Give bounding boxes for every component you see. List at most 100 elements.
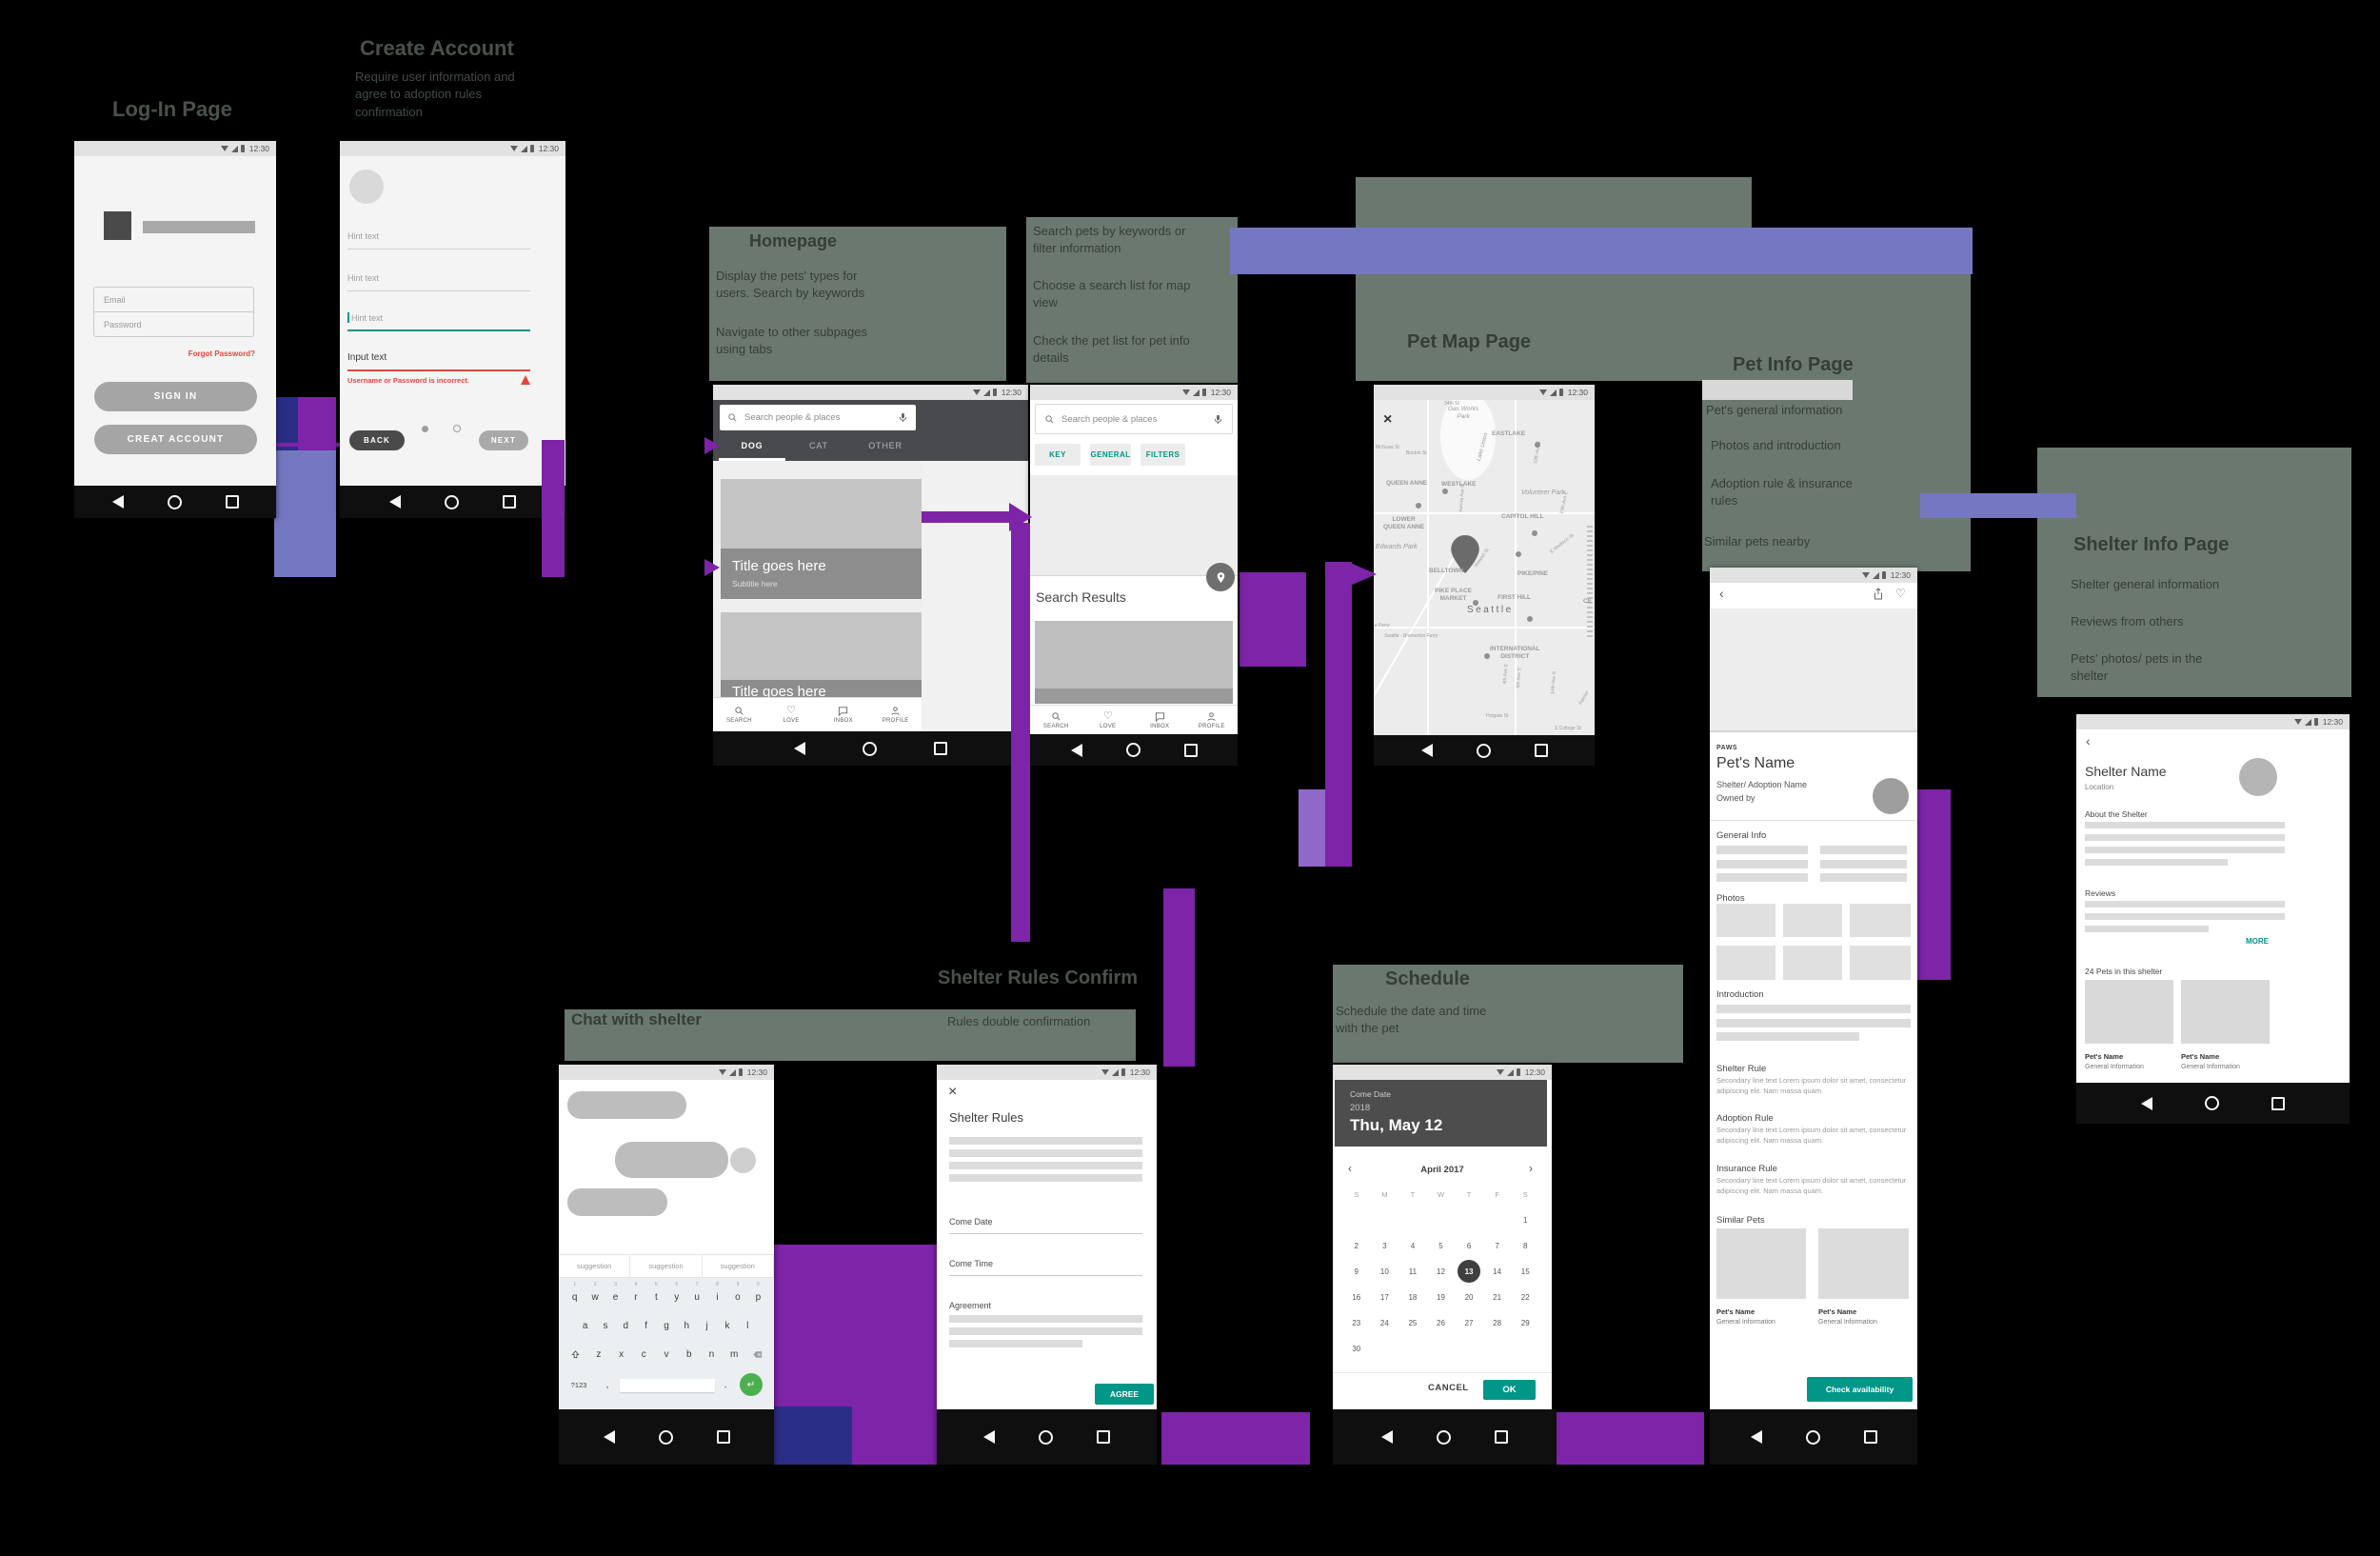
letter-key[interactable]: l	[746, 1320, 749, 1331]
month-next-icon[interactable]: ›	[1529, 1162, 1533, 1175]
nav-back-icon[interactable]	[1420, 744, 1433, 757]
avatar[interactable]	[349, 170, 384, 204]
letter-key[interactable]: k	[724, 1320, 730, 1331]
close-icon[interactable]: ×	[1383, 411, 1393, 428]
day-cell[interactable]: 1	[1522, 1216, 1528, 1225]
nav-home-icon[interactable]	[2205, 1096, 2219, 1110]
nav-home-icon[interactable]	[167, 494, 182, 509]
map-poi-dot[interactable]	[1535, 442, 1540, 448]
email-field[interactable]: Email	[93, 287, 254, 312]
create-account-button[interactable]: CREAT ACCOUNT	[94, 425, 257, 454]
day-cell[interactable]: 25	[1408, 1319, 1418, 1327]
day-cell[interactable]: 10	[1379, 1267, 1389, 1276]
share-icon[interactable]	[1873, 588, 1884, 600]
hint-field-3[interactable]: Hint text	[351, 313, 384, 323]
nav-back-icon[interactable]	[389, 495, 401, 509]
map-poi-dot[interactable]	[1416, 503, 1421, 509]
back-icon[interactable]: ‹	[2086, 733, 2091, 748]
nav-back-icon[interactable]	[983, 1430, 995, 1444]
letter-key[interactable]: s	[603, 1320, 608, 1331]
photo-tile[interactable]	[1850, 904, 1911, 937]
nav-recents-icon[interactable]	[716, 1430, 730, 1444]
bottom-nav-search[interactable]: SEARCH	[1030, 706, 1082, 734]
pager-dot[interactable]	[453, 425, 461, 432]
letter-key[interactable]: z	[596, 1348, 602, 1360]
letter-key[interactable]: c	[641, 1348, 646, 1360]
close-icon[interactable]: ×	[948, 1084, 958, 1100]
letter-key[interactable]: u	[694, 1291, 700, 1303]
day-cell[interactable]: 21	[1493, 1293, 1502, 1302]
bottom-nav-inbox[interactable]: INBOX	[1134, 706, 1186, 734]
nav-recents-icon[interactable]	[1495, 1430, 1508, 1444]
nav-home-icon[interactable]	[1039, 1429, 1053, 1445]
day-cell[interactable]	[1398, 1207, 1427, 1233]
android-nav-bar[interactable]	[340, 486, 565, 518]
day-cell[interactable]: 13	[1464, 1267, 1474, 1276]
shift-key[interactable]	[565, 1345, 585, 1364]
nav-recents-icon[interactable]	[1863, 1430, 1877, 1444]
day-cell[interactable]: 15	[1520, 1267, 1530, 1276]
filter-chip-general[interactable]: GENERAL	[1090, 444, 1131, 466]
day-cell[interactable]: 3	[1382, 1242, 1387, 1250]
day-cell[interactable]: 22	[1520, 1293, 1530, 1302]
tab-dog[interactable]: DOG	[741, 441, 764, 450]
day-cell[interactable]	[1427, 1207, 1456, 1233]
card-caption[interactable]: Title goes here Subtitle here	[721, 549, 922, 599]
map-poi-dot[interactable]	[1484, 653, 1490, 659]
android-nav-bar[interactable]	[2076, 1083, 2350, 1124]
day-cell[interactable]: 20	[1464, 1293, 1474, 1302]
bottom-nav-profile[interactable]: PROFILE	[869, 698, 922, 731]
symbols-key[interactable]: ?123	[570, 1380, 587, 1389]
sign-in-button[interactable]: SIGN IN	[94, 382, 257, 411]
letter-key[interactable]: o	[735, 1291, 741, 1303]
input-field-error[interactable]: Input text	[347, 352, 387, 363]
suggestion-chip[interactable]: suggestion	[630, 1255, 703, 1277]
letter-key[interactable]: a	[582, 1320, 588, 1331]
hint-field-1[interactable]: Hint text	[347, 231, 380, 241]
nav-home-icon[interactable]	[1476, 743, 1491, 758]
backspace-key[interactable]	[747, 1345, 768, 1364]
day-cell[interactable]: 30	[1352, 1345, 1361, 1353]
map-poi-dot[interactable]	[1473, 600, 1478, 606]
day-cell[interactable]: 5	[1438, 1242, 1443, 1250]
map-poi-dot[interactable]	[1527, 616, 1533, 622]
day-cell[interactable]: 8	[1522, 1242, 1528, 1250]
day-cell[interactable]: 12	[1437, 1267, 1445, 1276]
nav-recents-icon[interactable]	[1097, 1430, 1110, 1444]
letter-key[interactable]: e	[612, 1291, 619, 1303]
next-button[interactable]: NEXT	[479, 430, 528, 450]
day-cell[interactable]: 29	[1520, 1319, 1530, 1327]
letter-key[interactable]: b	[685, 1348, 692, 1360]
day-cell[interactable]: 28	[1493, 1319, 1502, 1327]
come-date-field[interactable]: Come Date	[949, 1217, 993, 1227]
agree-button[interactable]: AGREE	[1095, 1384, 1154, 1405]
day-cell[interactable]: 17	[1379, 1293, 1389, 1302]
photo-tile[interactable]	[1716, 946, 1775, 980]
map-fab[interactable]	[1206, 563, 1235, 591]
nav-recents-icon[interactable]	[1183, 743, 1198, 757]
letter-key[interactable]: r	[634, 1291, 638, 1303]
day-cell[interactable]: 16	[1352, 1293, 1361, 1302]
letter-key[interactable]: y	[674, 1291, 680, 1303]
day-cell[interactable]	[1342, 1207, 1371, 1233]
map-preview[interactable]	[1030, 475, 1238, 575]
nav-recents-icon[interactable]	[934, 742, 947, 755]
nav-home-icon[interactable]	[445, 494, 459, 509]
bottom-nav-profile[interactable]: PROFILE	[1186, 706, 1239, 734]
period-key[interactable]: .	[724, 1379, 727, 1390]
forgot-password-link[interactable]: Forgot Password?	[188, 349, 255, 358]
day-cell[interactable]: 14	[1493, 1267, 1502, 1276]
day-cell[interactable]: 9	[1354, 1267, 1359, 1276]
nav-home-icon[interactable]	[1125, 743, 1140, 757]
similar-pet-tile[interactable]	[1716, 1228, 1806, 1299]
photo-tile[interactable]	[1716, 904, 1775, 937]
search-input[interactable]: Search people & places	[720, 405, 916, 430]
nav-recents-icon[interactable]	[2271, 1096, 2285, 1110]
nav-recents-icon[interactable]	[1534, 744, 1548, 757]
letter-key[interactable]: g	[664, 1320, 669, 1331]
back-icon[interactable]: ‹	[1719, 586, 1724, 601]
picker-year[interactable]: 2018	[1350, 1103, 1371, 1113]
result-card-image[interactable]	[1035, 621, 1233, 688]
day-cell[interactable]: 27	[1464, 1319, 1474, 1327]
